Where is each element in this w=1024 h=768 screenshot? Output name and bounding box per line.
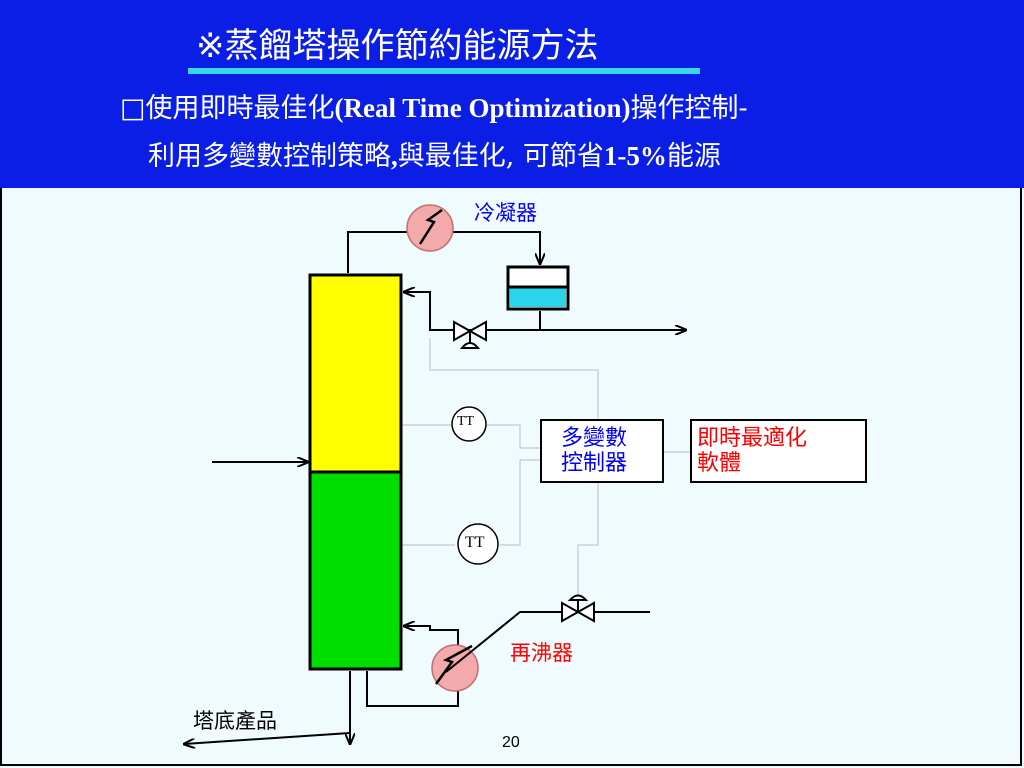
drum-liquid — [510, 287, 566, 307]
tt-top-label: TT — [457, 414, 475, 429]
reflux-valve-actuator — [459, 342, 481, 349]
mvc-line-2: 控制器 — [561, 451, 628, 476]
rto-box — [690, 419, 867, 483]
steam-line — [445, 611, 650, 673]
bottoms-product-arrow — [184, 732, 351, 744]
slide-title: ※蒸餾塔操作節約能源方法 — [196, 26, 599, 66]
subtitle-line-1: □使用即時最佳化(Real Time Optimization)操作控制- — [120, 86, 748, 125]
line2-d: , 可節省 — [505, 141, 604, 172]
steam-valve-actuator — [567, 594, 589, 601]
mvc-box — [540, 419, 664, 483]
line2-c: 與最佳化 — [397, 141, 506, 172]
reboiler-label: 再沸器 — [510, 641, 573, 665]
reboiler-return — [366, 671, 459, 707]
page-number: 20 — [502, 734, 520, 751]
line1-suffix: 操作控制- — [630, 93, 748, 124]
rto-line-1: 即時最適化 — [697, 426, 808, 451]
line2-b: , — [391, 141, 398, 171]
mvc-line-1: 多變數 — [561, 426, 628, 451]
line1-bold: (Real Time Optimization) — [334, 93, 631, 123]
title-underline — [188, 68, 700, 74]
condenser-coil — [418, 208, 443, 245]
condenser-label: 冷凝器 — [474, 201, 537, 225]
line2-e: 1-5% — [603, 141, 667, 171]
column-top-section — [308, 273, 403, 474]
subtitle-line-2: 利用多變數控制策略,與最佳化, 可節省1-5%能源 — [148, 134, 721, 173]
column-bottom-section — [308, 470, 403, 671]
reflux-line — [404, 292, 541, 331]
rto-text: 即時最適化 軟體 — [697, 426, 807, 476]
reboiler-vapor-line — [404, 626, 459, 650]
tt-top-bubble — [451, 406, 487, 442]
tt-bottom-label: TT — [465, 534, 485, 551]
slide-header — [0, 0, 1024, 188]
line2-a: 利用多變數控制策略 — [148, 141, 391, 172]
line1-prefix: □使用即時最佳化 — [120, 93, 335, 124]
tt-bottom-bubble — [457, 523, 499, 565]
mvc-text: 多變數 控制器 — [561, 426, 627, 476]
bottom-product-label: 塔底產品 — [193, 709, 277, 733]
rto-line-2: 軟體 — [697, 451, 742, 476]
line2-f: 能源 — [666, 141, 721, 172]
diagram-frame — [0, 188, 1022, 766]
reboiler-coil — [434, 644, 473, 685]
